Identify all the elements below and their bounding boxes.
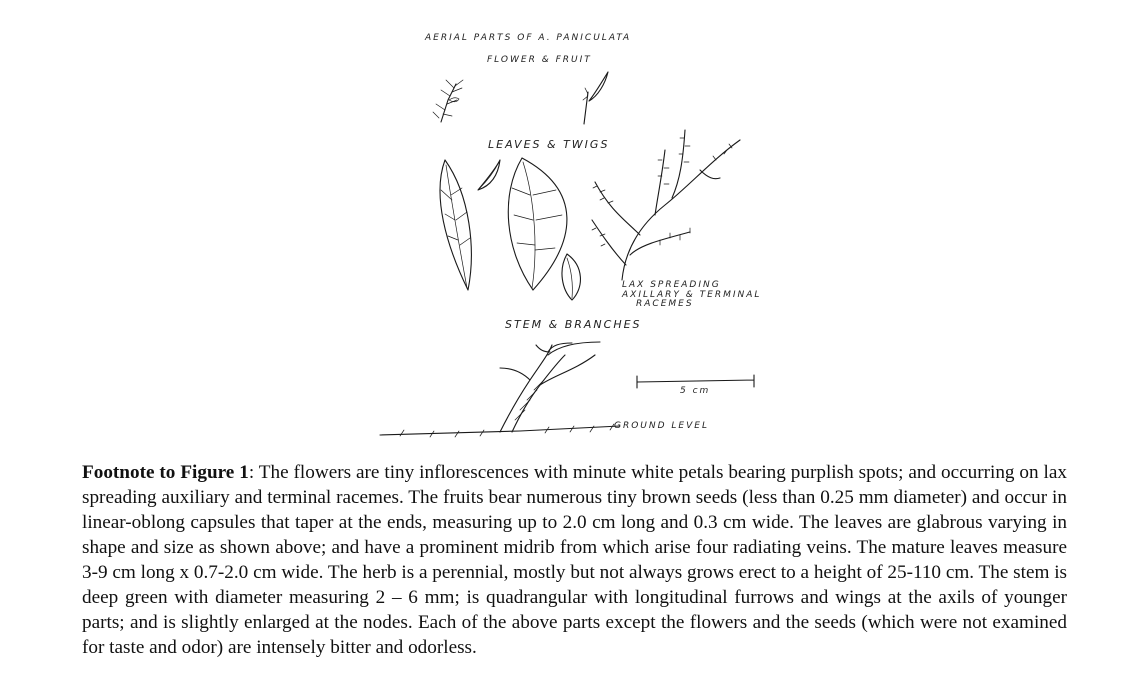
raceme-branch-drawing	[591, 129, 741, 281]
label-flower-fruit: FLOWER & FRUIT	[487, 55, 592, 65]
footnote-heading: Footnote to Figure 1	[82, 462, 249, 483]
label-raceme-3: RACEMES	[636, 299, 694, 309]
fruit-capsule-drawing	[582, 71, 609, 125]
figure-footnote: Footnote to Figure 1: The flowers are ti…	[82, 460, 1067, 660]
plant-sketch-figure: AERIAL PARTS OF A. PANICULATA FLOWER & F…	[379, 33, 761, 438]
footnote-text: : The flowers are tiny inflorescences wi…	[82, 462, 1067, 658]
label-ground-level: GROUND LEVEL	[614, 421, 709, 431]
label-raceme-2: AXILLARY & TERMINAL	[621, 290, 761, 300]
label-leaves-twigs: LEAVES & TWIGS	[488, 138, 609, 151]
label-aerial-parts: AERIAL PARTS OF A. PANICULATA	[424, 33, 631, 43]
flower-sprig-drawing	[432, 79, 464, 123]
ground-line	[379, 423, 621, 438]
stem-branches-drawing	[499, 341, 601, 433]
scale-bar	[636, 374, 755, 389]
label-stem-branches: STEM & BRANCHES	[505, 318, 642, 331]
label-scale: 5 cm	[680, 386, 710, 396]
label-raceme-1: LAX SPREADING	[622, 280, 721, 290]
leaf-drawings	[439, 157, 581, 301]
